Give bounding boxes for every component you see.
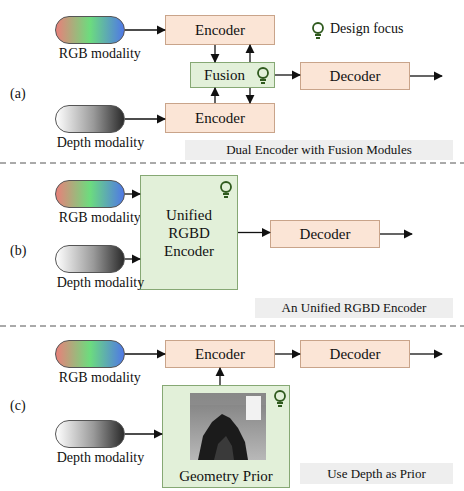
rgb-modality: RGB modality xyxy=(55,180,125,208)
panel-label: (c) xyxy=(10,398,26,414)
arrow-connector xyxy=(275,74,300,75)
node-text: Geometry Prior xyxy=(179,467,273,485)
encoder-box: Encoder xyxy=(165,103,275,133)
output-arrow xyxy=(380,233,412,234)
arrow-connector xyxy=(125,258,140,259)
panel-label: (b) xyxy=(10,243,26,259)
depth-modality: Depth modality xyxy=(55,420,125,448)
encoder-box: Encoder xyxy=(165,340,275,368)
rgb-modality: RGB modality xyxy=(55,340,125,368)
node-text: Encoder xyxy=(195,110,245,127)
unified-encoder-box: Unified RGBD Encoder xyxy=(140,175,238,290)
node-text: Fusion xyxy=(204,66,245,84)
node-text: An Unified RGBD Encoder xyxy=(282,300,427,316)
arrow-connector xyxy=(238,232,270,233)
node-text: Depth modality xyxy=(57,135,145,151)
panel-caption: Use Depth as Prior xyxy=(300,463,453,484)
encoder-box: Encoder xyxy=(165,15,275,45)
rgb-modality: RGB modality xyxy=(55,16,125,44)
node-text: Encoder xyxy=(195,22,245,39)
output-arrow xyxy=(410,353,442,354)
node-text: RGB modality xyxy=(59,370,141,386)
arrow-connector xyxy=(125,433,162,434)
depth-modality: Depth modality xyxy=(55,105,125,133)
node-text: Encoder xyxy=(195,346,245,363)
panel-separator xyxy=(0,326,464,327)
decoder-box: Decoder xyxy=(300,340,410,368)
node-text: Depth modality xyxy=(57,450,145,466)
node-text: RGB modality xyxy=(59,46,141,62)
output-arrow xyxy=(410,75,442,76)
panel-separator xyxy=(0,163,464,164)
node-text: Dual Encoder with Fusion Modules xyxy=(226,142,412,158)
decoder-box: Decoder xyxy=(270,220,380,248)
arrow-connector xyxy=(125,353,165,354)
design-focus-icon xyxy=(313,23,323,39)
arrow-connector xyxy=(125,118,165,119)
node-text: Unified RGBD Encoder xyxy=(161,206,217,260)
node-text: Decoder xyxy=(330,68,381,85)
node-text: Use Depth as Prior xyxy=(327,466,426,482)
legend-note: Design focus xyxy=(330,21,404,37)
arrow-connector xyxy=(275,353,300,354)
fusion-box: Fusion xyxy=(190,62,275,88)
arrow-connector xyxy=(249,88,250,103)
node-text: Decoder xyxy=(300,226,351,243)
geometry-prior-box: Geometry Prior xyxy=(162,385,290,488)
decoder-box: Decoder xyxy=(300,62,410,90)
arrow-connector xyxy=(125,193,140,194)
arrow-connector xyxy=(125,29,165,30)
panel-caption: An Unified RGBD Encoder xyxy=(255,298,453,318)
arrow-connector xyxy=(214,45,215,62)
arrow-connector xyxy=(249,45,250,62)
node-text: Decoder xyxy=(330,346,381,363)
node-text: Depth modality xyxy=(57,275,145,291)
depth-modality: Depth modality xyxy=(55,245,125,273)
arrow-connector xyxy=(219,368,220,385)
node-text: RGB modality xyxy=(59,210,141,226)
arrow-connector xyxy=(214,88,215,103)
panel-caption: Dual Encoder with Fusion Modules xyxy=(185,140,453,160)
panel-label: (a) xyxy=(10,86,26,102)
